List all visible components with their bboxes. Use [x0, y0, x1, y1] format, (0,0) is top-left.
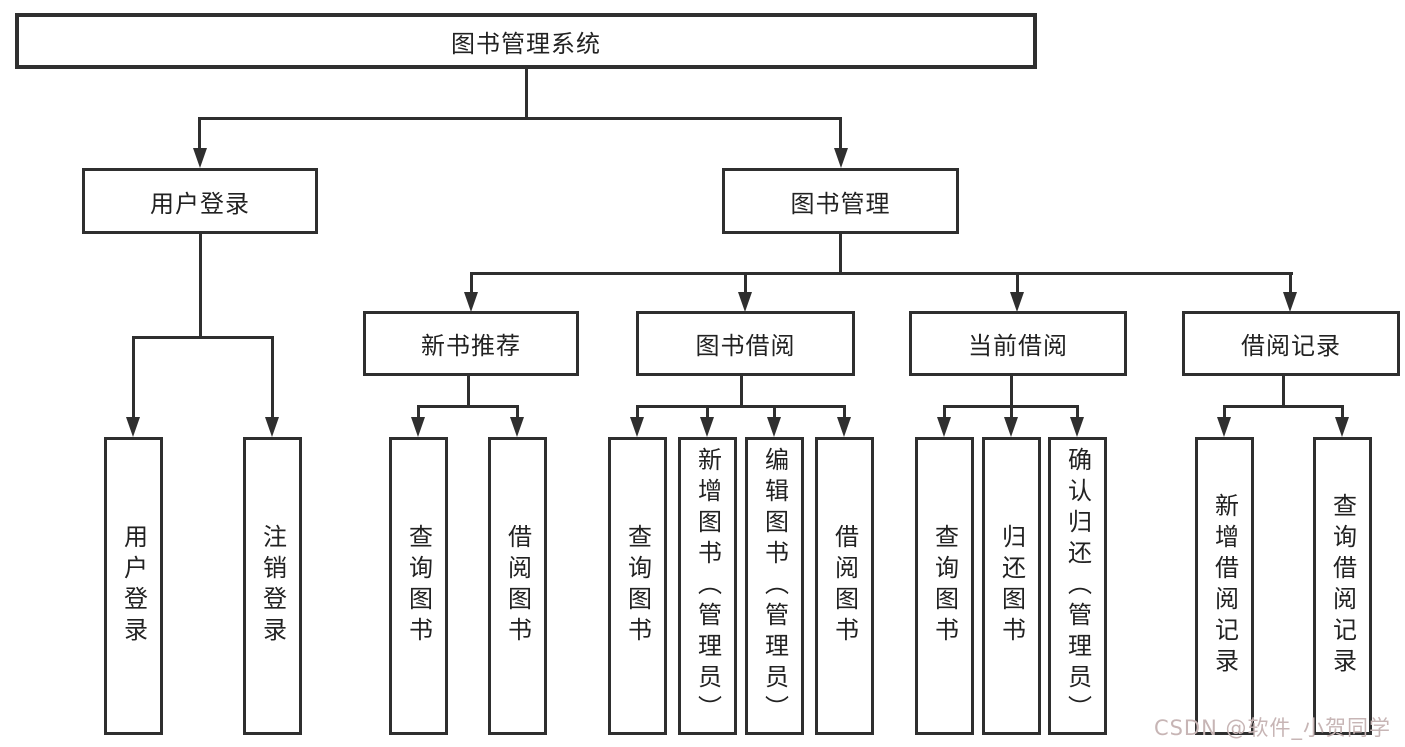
leaf-label: 新增借阅记录 — [1210, 493, 1239, 679]
connector-line — [467, 376, 470, 408]
leaf-label: 归还图书 — [997, 524, 1026, 648]
connector-line — [1282, 376, 1285, 408]
arrow-head — [700, 417, 714, 437]
connector-line — [199, 234, 202, 338]
leaf-newbook-query-books: 查询图书 — [389, 437, 448, 735]
leaf-borrow-books: 借阅图书 — [815, 437, 874, 735]
connector-line — [1016, 272, 1019, 296]
node-current-borrow: 当前借阅 — [909, 311, 1127, 376]
arrow-head — [510, 417, 524, 437]
arrow-head — [937, 417, 951, 437]
leaf-label: 编辑图书（管理员） — [760, 446, 789, 726]
arrow-head — [1010, 292, 1024, 312]
connector-line — [839, 234, 842, 275]
node-book-borrow: 图书借阅 — [636, 311, 855, 376]
leaf-return-books: 归还图书 — [982, 437, 1041, 735]
connector-line — [744, 272, 747, 296]
leaf-query-borrow-record: 查询借阅记录 — [1313, 437, 1372, 735]
connector-line — [417, 405, 420, 420]
connector-line — [470, 272, 473, 296]
leaf-newbook-borrow-books: 借阅图书 — [488, 437, 547, 735]
connector-line — [1223, 405, 1344, 408]
leaf-add-borrow-record: 新增借阅记录 — [1195, 437, 1254, 735]
arrow-head — [834, 148, 848, 168]
leaf-label: 查询图书 — [623, 524, 652, 648]
leaf-label: 查询图书 — [404, 524, 433, 648]
arrow-head — [630, 417, 644, 437]
node-new-book-recommend: 新书推荐 — [363, 311, 579, 376]
arrow-head — [1004, 417, 1018, 437]
leaf-current-query-books: 查询图书 — [915, 437, 974, 735]
node-label: 图书借阅 — [695, 332, 796, 360]
connector-line — [1010, 376, 1013, 408]
connector-line — [417, 405, 519, 408]
node-book-management: 图书管理 — [722, 168, 959, 234]
connector-line — [132, 336, 135, 420]
connector-line — [132, 336, 274, 339]
leaf-label: 查询图书 — [930, 524, 959, 648]
arrow-head — [126, 417, 140, 437]
node-label: 借阅记录 — [1241, 332, 1341, 360]
node-borrow-records: 借阅记录 — [1182, 311, 1400, 376]
connector-line — [843, 405, 846, 420]
leaf-user-login: 用户登录 — [104, 437, 163, 735]
leaf-logout: 注销登录 — [243, 437, 302, 735]
connector-line — [525, 67, 528, 118]
leaf-edit-books-admin: 编辑图书（管理员） — [745, 437, 804, 735]
arrow-head — [1070, 417, 1084, 437]
leaf-borrow-query-books: 查询图书 — [608, 437, 667, 735]
node-label: 图书管理 — [790, 189, 891, 218]
arrow-head — [837, 417, 851, 437]
connector-line — [839, 117, 842, 153]
arrow-head — [464, 292, 478, 312]
connector-line — [198, 117, 201, 153]
arrow-head — [1335, 417, 1349, 437]
connector-line — [636, 405, 639, 420]
connector-line — [1341, 405, 1344, 420]
connector-line — [516, 405, 519, 420]
leaf-label: 注销登录 — [258, 524, 287, 648]
connector-line — [1010, 405, 1013, 420]
connector-line — [199, 117, 842, 120]
node-label: 新书推荐 — [421, 332, 521, 360]
arrow-head — [1283, 292, 1297, 312]
leaf-label: 借阅图书 — [503, 524, 532, 648]
connector-line — [636, 405, 846, 408]
arrow-head — [738, 292, 752, 312]
connector-line — [706, 405, 709, 420]
node-user-login: 用户登录 — [82, 168, 318, 234]
leaf-label: 借阅图书 — [830, 524, 859, 648]
connector-line — [943, 405, 946, 420]
node-label: 当前借阅 — [968, 332, 1068, 360]
node-label: 图书管理系统 — [451, 29, 601, 58]
arrow-head — [767, 417, 781, 437]
connector-line — [1289, 272, 1292, 296]
arrow-head — [265, 417, 279, 437]
connector-line — [271, 336, 274, 420]
arrow-head — [193, 148, 207, 168]
node-label: 用户登录 — [150, 189, 250, 218]
connector-line — [472, 272, 1293, 275]
arrow-head — [411, 417, 425, 437]
connector-line — [1076, 405, 1079, 420]
csdn-watermark: CSDN @软件_小贺同学 — [1153, 716, 1391, 740]
arrow-head — [1217, 417, 1231, 437]
leaf-label: 用户登录 — [119, 524, 148, 648]
connector-line — [773, 405, 776, 420]
leaf-label: 确认归还（管理员） — [1063, 446, 1092, 726]
leaf-add-books-admin: 新增图书（管理员） — [678, 437, 737, 735]
leaf-label: 查询借阅记录 — [1328, 493, 1357, 679]
leaf-confirm-return-admin: 确认归还（管理员） — [1048, 437, 1107, 735]
node-book-management-system: 图书管理系统 — [15, 13, 1037, 69]
connector-line — [1223, 405, 1226, 420]
connector-line — [740, 376, 743, 408]
leaf-label: 新增图书（管理员） — [693, 446, 722, 726]
